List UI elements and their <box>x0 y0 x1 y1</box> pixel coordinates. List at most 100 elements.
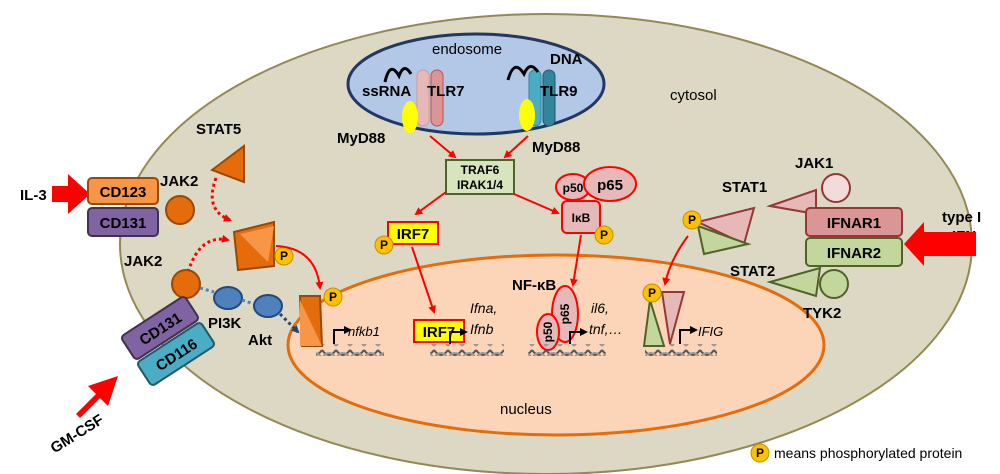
cd116-box <box>137 322 215 386</box>
legend-text: means phosphorylated protein <box>774 445 962 461</box>
irf7-phospho-label: P <box>380 238 388 252</box>
nuc-stat-pink <box>660 291 686 345</box>
irak-label: IRAK1/4 <box>457 178 503 192</box>
myd88-right-shape <box>519 99 535 131</box>
cd123-label: CD123 <box>100 184 147 201</box>
il3-input-arrow <box>52 174 90 214</box>
akt-shape <box>253 294 283 318</box>
arrow-stat-nucleus <box>662 235 689 286</box>
ifnar1-box <box>805 207 903 237</box>
dotted-jak2-pi3k <box>199 286 215 294</box>
tlr7-label: TLR7 <box>427 83 465 100</box>
stat5-label: STAT5 <box>196 121 241 138</box>
dna-strand <box>506 65 540 81</box>
ssrna-strand <box>383 67 413 83</box>
nuc-stat5-dimer <box>298 295 324 347</box>
dna-nfkb1 <box>316 344 384 356</box>
traf6-label: TRAF6 <box>461 163 500 177</box>
arrow-traf6-ikb <box>513 193 560 215</box>
jak2-bottom-shape <box>171 269 201 299</box>
jak2-top-shape <box>165 195 195 225</box>
ifnar1-label: IFNAR1 <box>827 215 881 232</box>
legend-phospho-label: P <box>756 446 764 460</box>
tss-arrow-nfkb1 <box>333 326 352 344</box>
pi3k-shape <box>213 286 243 310</box>
gmcsf-label: GM-CSF <box>48 411 107 457</box>
tlr9-label: TLR9 <box>540 83 578 100</box>
ssrna-label: ssRNA <box>362 83 411 100</box>
cyto-stat-phospho-label: P <box>688 213 696 227</box>
irf7-nuc-label: IRF7 <box>423 324 456 341</box>
dna-ifn <box>430 344 504 356</box>
arrow-myd88-traf6-right <box>503 135 529 159</box>
myd88-right-label: MyD88 <box>532 139 580 156</box>
gene-ifig: IFIG <box>698 324 723 339</box>
traf6-box <box>445 159 515 195</box>
cyto-p65-label: p65 <box>597 177 623 194</box>
jak2-bottom-label: JAK2 <box>124 253 162 270</box>
cyto-stat-pink <box>695 206 756 246</box>
arrow-irf7-nucleus <box>411 246 436 314</box>
myd88-left-label: MyD88 <box>337 130 385 147</box>
gene-il6: il6, <box>591 300 609 316</box>
ifn-input-arrow <box>904 222 976 266</box>
cyto-stat-green <box>696 224 752 256</box>
cyto-stat5-dimer <box>232 220 275 272</box>
gene-nfkb1: nfkb1 <box>348 324 380 339</box>
nfkb-label: NF-κB <box>512 277 556 294</box>
tlr7-receptor <box>416 69 444 127</box>
tss-arrow-ifn <box>449 328 468 344</box>
stat2-shape <box>766 266 822 298</box>
type-i-label: type I <box>942 209 981 226</box>
cd123-box <box>87 177 159 205</box>
ikb-phospho-circle <box>594 225 614 245</box>
jak1-shape <box>821 173 851 203</box>
dna-label: DNA <box>550 51 583 68</box>
tyk2-shape <box>819 269 849 299</box>
nuc-stat-green <box>642 299 666 347</box>
jak2-top-label: JAK2 <box>160 173 198 190</box>
nuc-p50-label: p50 <box>541 321 555 342</box>
cytosol-label: cytosol <box>670 87 717 104</box>
legend-phospho-circle <box>750 443 770 463</box>
cyto-p50-label: p50 <box>563 181 584 195</box>
cyto-p65-shape <box>583 166 637 202</box>
arrow-stat5-nucleus <box>275 245 324 290</box>
dotted-arrow-jak2-bottom <box>186 234 230 273</box>
cd131-top-box <box>87 207 159 237</box>
myd88-left-shape <box>402 101 418 133</box>
arrow-ikb-nucleus <box>569 234 582 287</box>
dna-il6 <box>528 344 606 356</box>
ikb-phospho-label: P <box>600 228 608 242</box>
il3-label: IL-3 <box>20 187 47 204</box>
nuc-stat-phospho-label: P <box>648 286 656 300</box>
stat2-label: STAT2 <box>730 263 775 280</box>
jak1-label: JAK1 <box>795 155 833 172</box>
cyto-stat-phospho-circle <box>682 210 702 230</box>
gmcsf-input-arrow <box>76 376 118 418</box>
cd131-bottom-box <box>121 296 199 360</box>
gene-ifna: Ifna, <box>470 300 497 316</box>
endosome-label: endosome <box>432 41 502 58</box>
gene-tnf: tnf,… <box>589 321 622 337</box>
ikb-label: IκB <box>572 211 591 225</box>
nuc-stat5-phospho-label: P <box>329 290 337 304</box>
tss-arrow-ifig <box>679 326 698 344</box>
stat1-label: STAT1 <box>722 179 767 196</box>
arrow-myd88-traf6-left <box>429 135 457 159</box>
ikb-box <box>561 200 601 234</box>
nuc-p65-label: p65 <box>558 303 572 324</box>
akt-label: Akt <box>248 332 272 349</box>
tyk2-label: TYK2 <box>803 305 841 322</box>
pi3k-label: PI3K <box>208 315 242 332</box>
gene-ifnb: Ifnb <box>470 321 494 337</box>
cd131-top-label: CD131 <box>100 215 147 232</box>
tss-arrow-il6 <box>569 328 588 344</box>
stat5-shape <box>209 144 245 184</box>
dotted-akt-nucleus <box>278 312 300 334</box>
ifnar2-box <box>805 237 903 267</box>
nucleus-label: nucleus <box>500 401 552 418</box>
nuc-stat-phospho-circle <box>642 283 662 303</box>
nuc-stat5-phospho-circle <box>323 287 343 307</box>
